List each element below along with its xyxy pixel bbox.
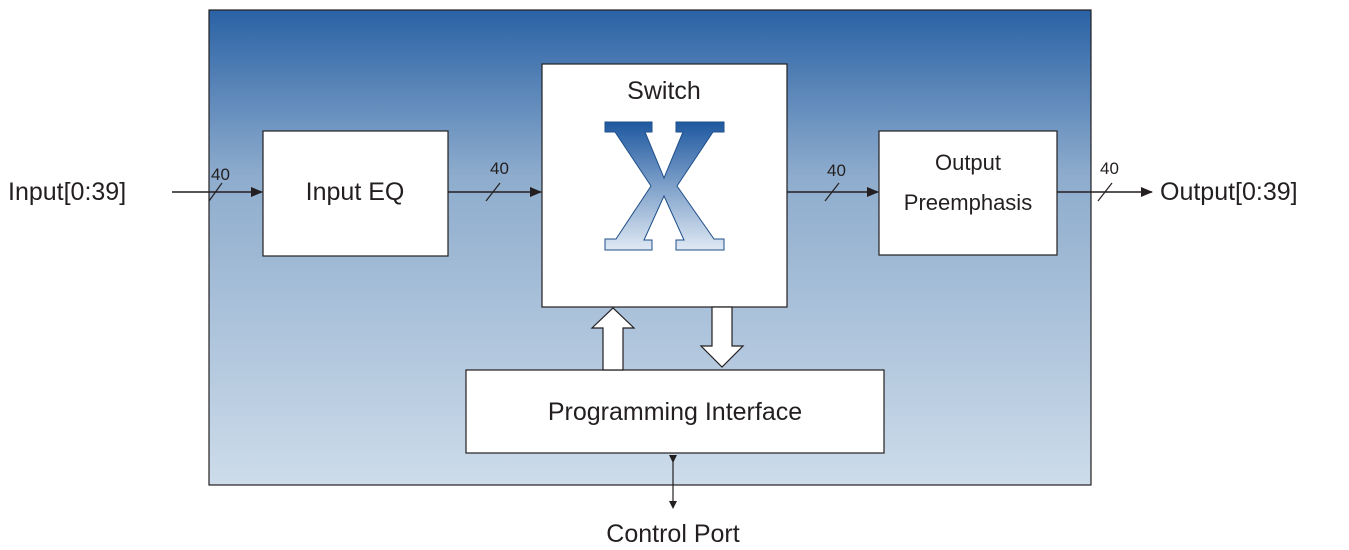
input-eq-block: Input EQ — [262, 130, 449, 257]
input-bus-width: 40 — [211, 165, 230, 184]
output-bus-width: 40 — [1100, 159, 1119, 178]
hollow-arrow-up-icon — [590, 307, 636, 371]
output-label-line1: Output — [935, 150, 1001, 175]
switch-block: Switch — [541, 63, 788, 308]
output-preemphasis-block: Output Preemphasis — [878, 130, 1058, 256]
output-bus-slash — [1097, 182, 1113, 202]
programming-interface-block: Programming Interface — [465, 369, 885, 454]
hollow-arrow-down-icon — [699, 306, 745, 368]
switch-to-output-bus-slash — [824, 182, 840, 202]
eq-to-switch-bus-slash — [485, 182, 501, 202]
control-port-label: Control Port — [606, 520, 739, 548]
input-eq-label: Input EQ — [306, 178, 405, 206]
switch-label: Switch — [627, 77, 701, 105]
switch-to-output-bus-width: 40 — [827, 161, 846, 180]
crossbar-x-icon — [604, 121, 725, 251]
input-label: Input[0:39] — [8, 178, 126, 206]
eq-to-switch-bus-width: 40 — [490, 159, 509, 178]
programming-interface-label: Programming Interface — [548, 398, 802, 426]
output-label-line2: Preemphasis — [904, 190, 1032, 215]
input-bus-slash — [208, 182, 223, 202]
output-label: Output[0:39] — [1160, 178, 1298, 206]
